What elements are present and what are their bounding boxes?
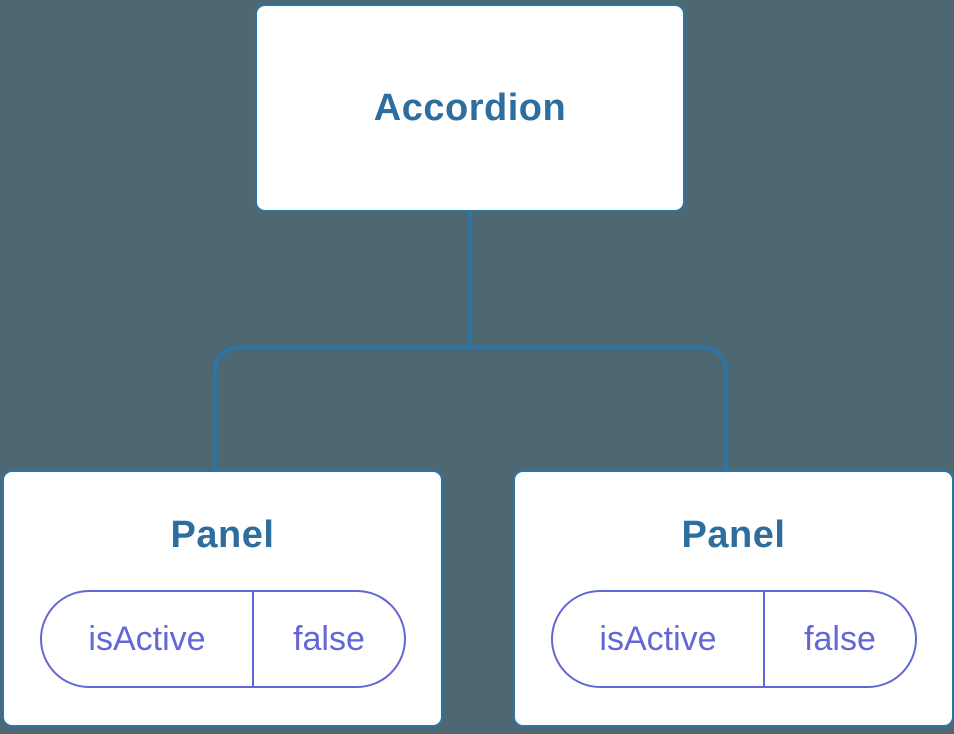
state-key: isActive — [42, 592, 254, 686]
node-accordion: Accordion — [255, 4, 685, 212]
connector-bracket — [213, 345, 728, 470]
node-panel-1: Panel isActive false — [2, 470, 443, 727]
panel-2-state-pill: isActive false — [551, 590, 917, 688]
accordion-label: Accordion — [373, 86, 567, 129]
state-value: false — [293, 619, 365, 658]
state-value: false — [804, 619, 876, 658]
node-panel-2: Panel isActive false — [513, 470, 954, 727]
connector-stem — [468, 211, 472, 347]
panel-1-label: Panel — [170, 514, 275, 556]
panel-2-label: Panel — [681, 514, 786, 556]
state-key: isActive — [553, 592, 765, 686]
panel-1-state-pill: isActive false — [40, 590, 406, 688]
